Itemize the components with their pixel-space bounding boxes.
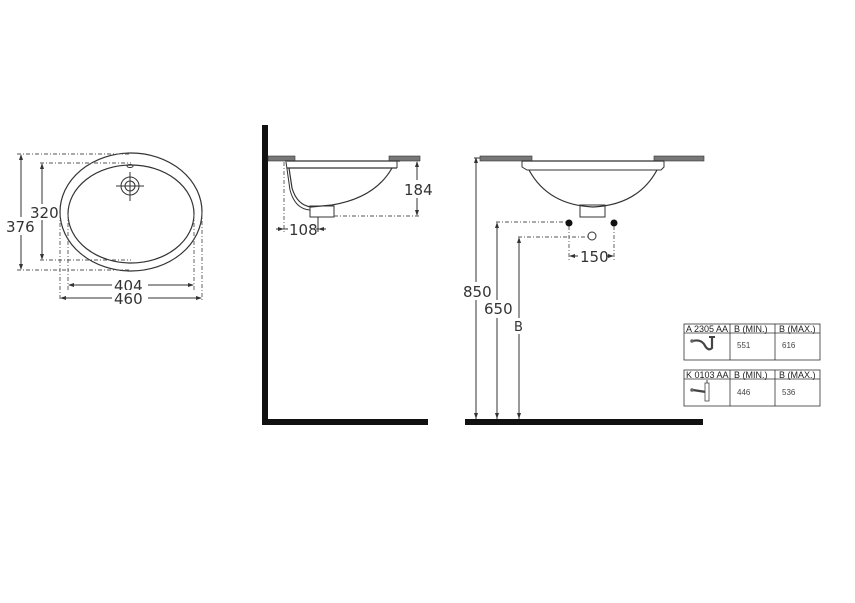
basin-outer-rim	[59, 152, 203, 272]
col-max-header: B (MAX.)	[779, 324, 816, 334]
dim-outer-depth: 376	[6, 218, 35, 236]
trap-min-value: 551	[737, 341, 751, 350]
front-floor	[465, 419, 703, 425]
dim-supply-height: 650	[484, 300, 513, 318]
dim-inner-depth: 320	[30, 204, 59, 222]
top-view: 376 320 404 460	[4, 152, 203, 308]
trap-min-value: 446	[737, 388, 751, 397]
side-view: 184 108	[262, 125, 434, 425]
wall	[262, 125, 268, 425]
dim-supply-spacing: 150	[580, 248, 609, 266]
floor	[262, 419, 428, 425]
front-countertop-left	[479, 155, 533, 162]
p-trap-icon	[690, 336, 715, 351]
bottle-trap-icon	[690, 380, 710, 402]
front-view: 150 850 650 B	[462, 155, 705, 425]
col-max-header: B (MAX.)	[779, 370, 816, 380]
drain-icon	[116, 172, 144, 201]
overflow-icon	[126, 164, 134, 168]
drain-outlet-icon	[587, 231, 597, 241]
dim-bowl-height: 184	[404, 181, 433, 199]
trap-code: K 0103 AA	[686, 370, 729, 380]
supply-right-icon	[610, 219, 618, 227]
dim-outer-width: 460	[114, 290, 143, 308]
trap-max-value: 536	[782, 388, 796, 397]
front-countertop-right	[653, 155, 705, 162]
col-min-header: B (MIN.)	[734, 324, 768, 334]
trap-code: A 2305 AA	[686, 324, 728, 334]
trap-max-value: 616	[782, 341, 796, 350]
basin-inner-bowl	[67, 164, 195, 264]
dim-counter-height: 850	[463, 283, 492, 301]
dim-trap-height: B	[514, 320, 523, 335]
supply-left-icon	[565, 219, 573, 227]
countertop-right	[388, 155, 421, 162]
dim-drain-offset: 108	[289, 221, 318, 239]
countertop-left	[267, 155, 296, 162]
trap-table: A 2305 AA B (MIN.) B (MAX.) 551 616 K 01…	[683, 323, 821, 407]
col-min-header: B (MIN.)	[734, 370, 768, 380]
